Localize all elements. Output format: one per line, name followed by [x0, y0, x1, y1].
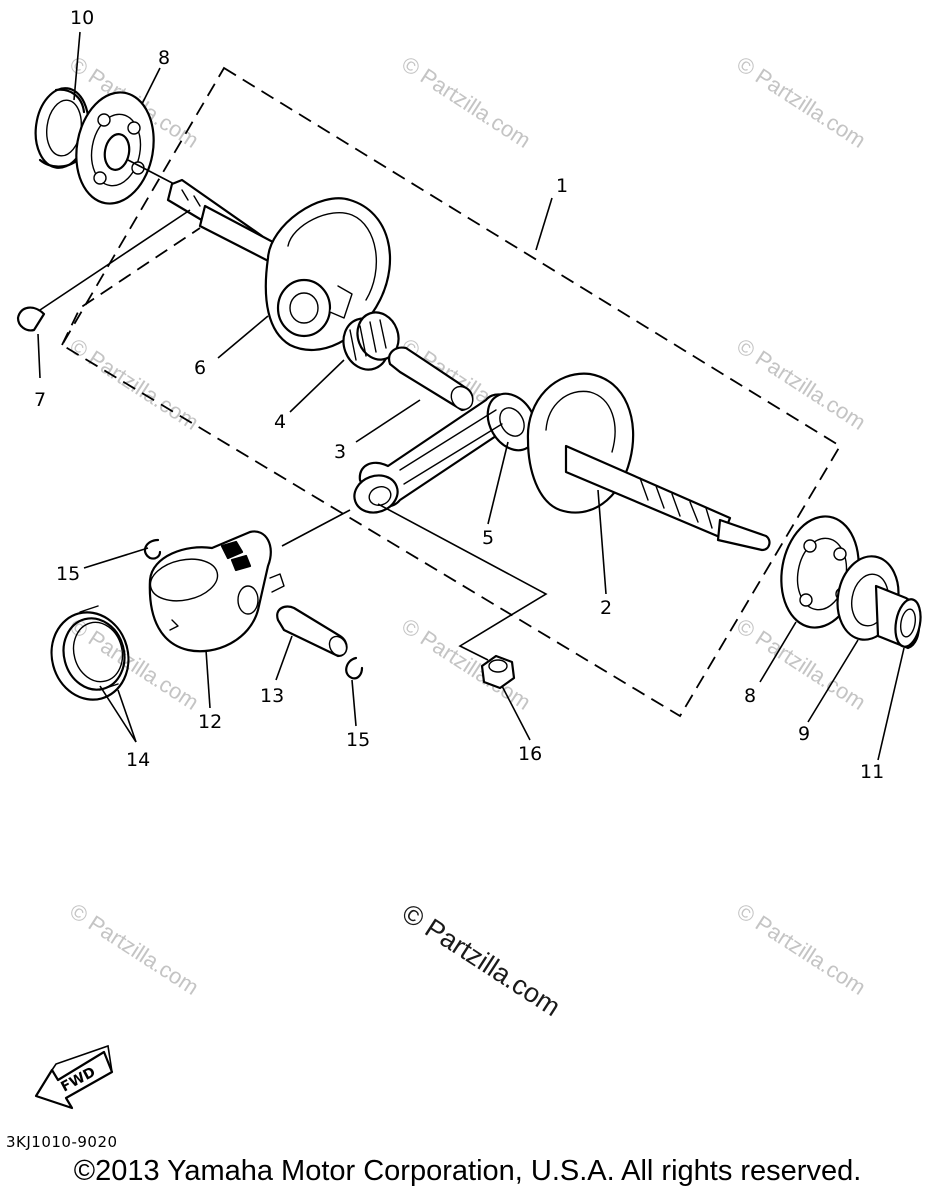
callout-5[interactable]: 5: [482, 527, 494, 549]
callout-8[interactable]: 8: [158, 47, 170, 69]
bearing-8-left[interactable]: [68, 86, 162, 209]
watermark: © Partzilla.com: [65, 898, 203, 1000]
callouts: 10 8 1 7 6 4 3 5 2 15 12 13 15 14 16 8 9…: [34, 7, 884, 783]
callout-15[interactable]: 15: [346, 729, 370, 751]
callout-10[interactable]: 10: [70, 7, 94, 29]
fwd-arrow-icon: FWD: [34, 1044, 114, 1110]
nut-16[interactable]: [480, 654, 516, 690]
callout-12[interactable]: 12: [198, 711, 222, 733]
callout-8[interactable]: 8: [744, 685, 756, 707]
callout-4[interactable]: 4: [274, 411, 286, 433]
watermark: © Partzilla.com: [732, 898, 870, 1000]
callout-9[interactable]: 9: [798, 723, 810, 745]
assembly-boundary-notch: [61, 227, 201, 346]
callout-14[interactable]: 14: [126, 749, 150, 771]
diagram-code: 3KJ1010-9020: [6, 1133, 118, 1151]
piston-rings-14[interactable]: [42, 604, 138, 709]
collar-11[interactable]: [874, 584, 924, 650]
watermark: © Partzilla.com: [65, 333, 203, 435]
bearing-centerline: [127, 159, 179, 187]
watermark: © Partzilla.com: [732, 333, 870, 435]
callout-7[interactable]: 7: [34, 389, 46, 411]
piston-pin-13[interactable]: [276, 605, 350, 659]
oil-seal-10[interactable]: [31, 85, 94, 171]
leader-7: [37, 209, 191, 379]
callout-16[interactable]: 16: [518, 743, 542, 765]
callout-6[interactable]: 6: [194, 357, 206, 379]
callout-1[interactable]: 1: [556, 175, 568, 197]
leader-piston-rod: [281, 509, 351, 547]
copyright-notice: ©2013 Yamaha Motor Corporation, U.S.A. A…: [73, 1155, 862, 1187]
needle-bearing-4[interactable]: [336, 307, 405, 376]
clip-15-right[interactable]: [345, 656, 364, 680]
leader-lines: [73, 31, 905, 761]
watermark-center: © Partzilla.com: [397, 898, 566, 1022]
crank-left-6[interactable]: [166, 178, 392, 352]
leader-16-path: [377, 503, 548, 661]
piston-12[interactable]: [147, 530, 285, 653]
callout-3[interactable]: 3: [334, 441, 346, 463]
watermark: © Partzilla.com: [732, 51, 870, 153]
callout-2[interactable]: 2: [600, 597, 612, 619]
connecting-rod-5[interactable]: [349, 385, 546, 518]
callout-13[interactable]: 13: [260, 685, 284, 707]
callout-11[interactable]: 11: [860, 761, 884, 783]
watermark: © Partzilla.com: [397, 51, 535, 153]
clip-15-left[interactable]: [143, 538, 162, 560]
callout-15[interactable]: 15: [56, 563, 80, 585]
crank-right-2[interactable]: [526, 372, 771, 552]
assembly-boundary: [60, 66, 842, 718]
watermark: © Partzilla.com: [397, 613, 535, 715]
woodruff-key-7[interactable]: [16, 306, 46, 332]
crank-pin-3[interactable]: [388, 346, 477, 414]
